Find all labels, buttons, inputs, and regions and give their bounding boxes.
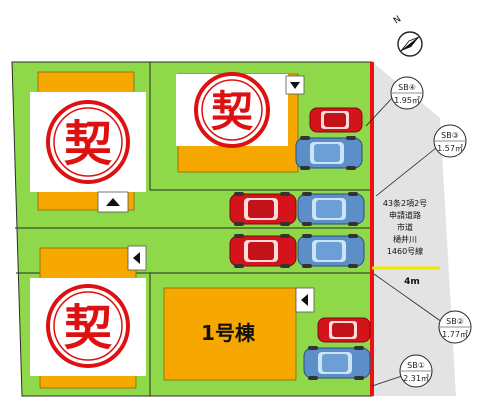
svg-text:SB④: SB④	[398, 83, 416, 92]
svg-text:1.57㎡: 1.57㎡	[437, 144, 463, 153]
road	[372, 62, 456, 396]
car-blue-row1	[297, 191, 365, 227]
survey-point-sb3: SB③ 1.57㎡	[375, 124, 467, 197]
car-red-row2	[229, 233, 297, 269]
seal-stamp-top-right: 契	[194, 72, 270, 148]
car-blue-lower	[303, 345, 371, 381]
svg-text:市道: 市道	[397, 222, 413, 232]
north-compass-icon: N	[392, 14, 423, 57]
survey-point-sb1: SB① 2.31㎡	[371, 354, 433, 388]
survey-point-sb4: SB④ 1.95㎡	[365, 76, 424, 127]
car-red-lower-small	[317, 317, 371, 343]
svg-text:契: 契	[211, 87, 253, 136]
svg-text:SB②: SB②	[446, 317, 464, 326]
svg-text:1460号線: 1460号線	[387, 246, 423, 256]
house-1	[163, 287, 297, 381]
svg-text:SB①: SB①	[407, 361, 425, 370]
car-red-upper-small	[309, 107, 363, 133]
building-label: 1号棟	[201, 321, 256, 345]
survey-point-sb2: SB② 1.77㎡	[373, 273, 472, 344]
entrance-marker-top-right	[285, 75, 305, 95]
svg-text:申請道路: 申請道路	[389, 210, 421, 220]
svg-text:契: 契	[64, 116, 112, 172]
road-label: 43条2項2号 申請道路 市道 樋井川 1460号線	[383, 198, 427, 256]
car-blue-row2	[297, 233, 365, 269]
car-red-row1	[229, 191, 297, 227]
entrance-marker-bottom-left	[127, 245, 147, 271]
entrance-marker-house-1	[295, 287, 315, 313]
svg-text:N: N	[392, 14, 403, 26]
entrance-marker-top-left	[97, 191, 129, 213]
car-blue-upper	[295, 135, 363, 171]
road-width-label: 4m	[404, 277, 420, 287]
svg-text:SB③: SB③	[441, 131, 459, 140]
seal-stamp-top-left: 契	[46, 100, 130, 184]
svg-text:2.31㎡: 2.31㎡	[403, 374, 429, 383]
svg-text:樋井川: 樋井川	[393, 234, 417, 244]
svg-text:1.95㎡: 1.95㎡	[394, 96, 420, 105]
svg-text:43条2項2号: 43条2項2号	[383, 198, 427, 208]
svg-text:契: 契	[64, 300, 112, 356]
svg-text:1.77㎡: 1.77㎡	[442, 330, 468, 339]
seal-stamp-bottom-left: 契	[46, 284, 130, 368]
